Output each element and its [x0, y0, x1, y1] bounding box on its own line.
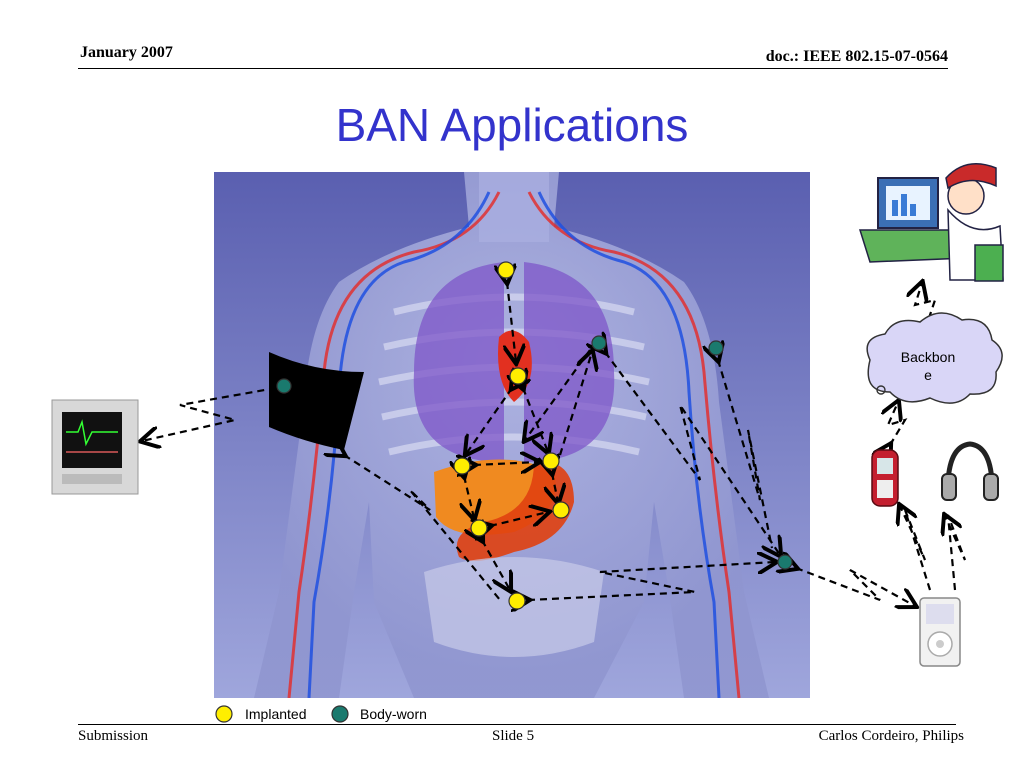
- backbone-label: Backbon e: [900, 349, 956, 383]
- mobile-phone-icon: [871, 449, 899, 507]
- header-rule: [78, 68, 948, 69]
- footer-slide-number: Slide 5: [492, 728, 535, 744]
- headphones-icon: [941, 441, 999, 501]
- header-doc-id: doc.: IEEE 802.15-07-0564: [765, 48, 948, 65]
- implanted-node-heart: [509, 367, 527, 385]
- legend-body-worn-marker: [331, 705, 349, 723]
- body-worn-node-cuff: [276, 378, 292, 394]
- patient-monitor-icon: [51, 399, 139, 495]
- header-date: January 2007: [80, 44, 173, 61]
- implanted-node-pancreas: [552, 501, 570, 519]
- implanted-node-stomach: [542, 452, 560, 470]
- implanted-node-intestine: [470, 519, 488, 537]
- footer-rule: [78, 724, 956, 725]
- footer-submission: Submission: [78, 728, 149, 744]
- slide-title: BAN Applications: [335, 99, 689, 151]
- legend-implanted-marker: [215, 705, 233, 723]
- footer-author: Carlos Cordeiro, Philips: [818, 728, 964, 744]
- implanted-node-liver: [453, 457, 471, 475]
- implanted-node-throat: [497, 261, 515, 279]
- music-player-icon: [919, 597, 961, 667]
- backbone-cloud: [866, 312, 1003, 404]
- legend-implanted-label: Implanted: [245, 706, 307, 722]
- legend-body-worn-label: Body-worn: [360, 706, 427, 722]
- body-worn-node-hub: [777, 554, 793, 570]
- body-worn-node-arm: [708, 340, 724, 356]
- implanted-node-pelvis: [508, 592, 526, 610]
- body-worn-node-chest: [591, 335, 607, 351]
- nurse-computer-icon: [858, 163, 1004, 282]
